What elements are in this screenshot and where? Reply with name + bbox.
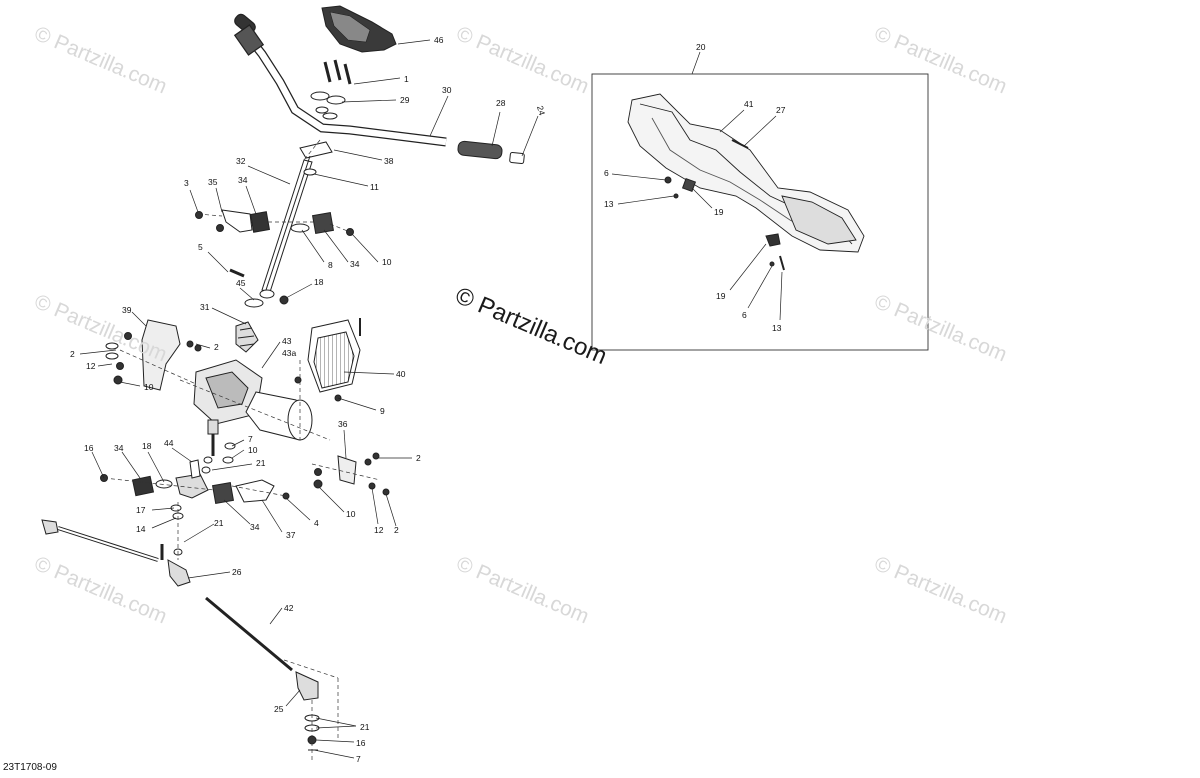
callout: 37 bbox=[286, 530, 296, 540]
callout: 2 bbox=[416, 453, 421, 463]
grip-throttle bbox=[457, 140, 525, 165]
callout: 19 bbox=[714, 207, 724, 217]
clamp-bolts bbox=[310, 59, 352, 120]
callout: 11 bbox=[370, 182, 379, 192]
callout: 4 bbox=[314, 518, 319, 528]
callout: 31 bbox=[200, 302, 210, 312]
shield-cover bbox=[294, 318, 361, 402]
callout: 34 bbox=[350, 259, 360, 269]
column-support-left bbox=[195, 209, 271, 233]
callout: 26 bbox=[232, 567, 242, 577]
callout: 16 bbox=[356, 738, 366, 748]
callout: 29 bbox=[400, 95, 410, 105]
callout: 41 bbox=[744, 99, 754, 109]
callout: 12 bbox=[374, 525, 384, 535]
callout: 38 bbox=[384, 156, 394, 166]
callout: 6 bbox=[742, 310, 747, 320]
handlebar bbox=[233, 13, 447, 147]
callout: 44 bbox=[164, 438, 174, 448]
callout: 1 bbox=[404, 74, 409, 84]
callout: 9 bbox=[380, 406, 385, 416]
callout: 36 bbox=[338, 419, 348, 429]
diagram-reference: 23T1708-09 bbox=[3, 762, 57, 773]
callout: 2 bbox=[214, 342, 219, 352]
callout: 28 bbox=[496, 98, 506, 108]
callout: 20 bbox=[696, 42, 706, 52]
callout: 10 bbox=[248, 445, 258, 455]
callout: 10 bbox=[346, 509, 356, 519]
handlebar-cover bbox=[321, 5, 397, 53]
callout: 43 bbox=[282, 336, 292, 346]
callout: 17 bbox=[136, 505, 146, 515]
bracket-right bbox=[313, 452, 390, 496]
callout-numbers: 46 1 29 30 28 24 38 32 11 3 35 34 8 34 1… bbox=[70, 35, 786, 764]
callout: 18 bbox=[142, 441, 152, 451]
callout: 32 bbox=[236, 156, 246, 166]
callout: 21 bbox=[256, 458, 266, 468]
callout: 13 bbox=[604, 199, 614, 209]
leader-lines bbox=[79, 39, 783, 759]
callout: 14 bbox=[136, 524, 146, 534]
callout: 12 bbox=[86, 361, 96, 371]
callout: 10 bbox=[144, 382, 154, 392]
callout: 24 bbox=[535, 105, 547, 117]
boot bbox=[235, 298, 264, 353]
callout: 40 bbox=[396, 369, 406, 379]
callout: 19 bbox=[716, 291, 726, 301]
callout: 34 bbox=[114, 443, 124, 453]
callout: 8 bbox=[328, 260, 333, 270]
callout: 21 bbox=[214, 518, 224, 528]
callout: 2 bbox=[70, 349, 75, 359]
callout: 25 bbox=[274, 704, 284, 714]
steering-column bbox=[259, 141, 333, 299]
tie-rod-right bbox=[205, 596, 320, 751]
inset-handlebar-cover bbox=[627, 93, 865, 253]
callout: 6 bbox=[604, 168, 609, 178]
callout: 7 bbox=[248, 434, 253, 444]
lower-support bbox=[100, 442, 290, 520]
callout: 27 bbox=[776, 105, 786, 115]
callout: 45 bbox=[236, 278, 246, 288]
callout: 2 bbox=[394, 525, 399, 535]
inset-frame bbox=[591, 73, 929, 351]
callout: 46 bbox=[434, 35, 444, 45]
column-support-right bbox=[229, 211, 354, 305]
callout: 7 bbox=[356, 754, 361, 764]
callout: 35 bbox=[208, 177, 218, 187]
callout: 5 bbox=[198, 242, 203, 252]
callout: 39 bbox=[122, 305, 132, 315]
callout: 3 bbox=[184, 178, 189, 188]
callout: 18 bbox=[314, 277, 324, 287]
callout: 21 bbox=[360, 722, 370, 732]
callout: 30 bbox=[442, 85, 452, 95]
callout: 13 bbox=[772, 323, 782, 333]
bracket-left bbox=[105, 319, 202, 391]
callout: 34 bbox=[250, 522, 260, 532]
callout: 34 bbox=[238, 175, 248, 185]
callout: 16 bbox=[84, 443, 94, 453]
power-steering-unit bbox=[193, 359, 313, 456]
callout: 42 bbox=[284, 603, 294, 613]
callout: 43a bbox=[282, 348, 296, 358]
callout: 10 bbox=[382, 257, 392, 267]
centerlines bbox=[103, 139, 381, 760]
